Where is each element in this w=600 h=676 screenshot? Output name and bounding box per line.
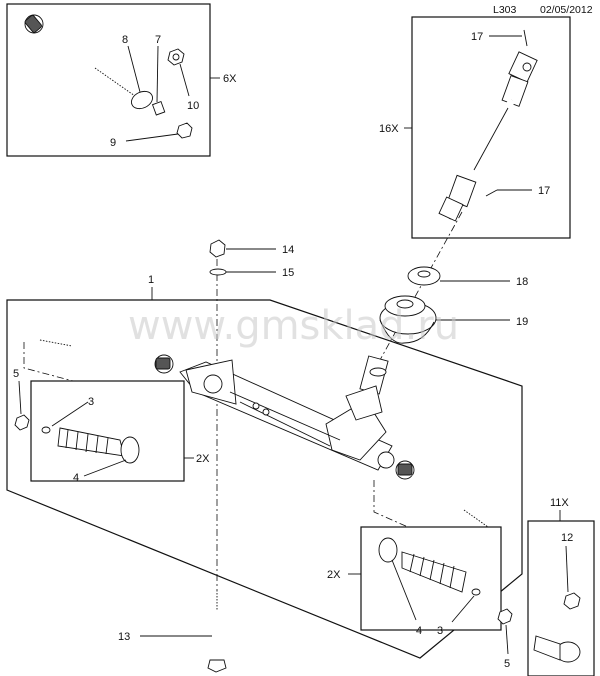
callout-14: 14 xyxy=(282,244,294,256)
callout-12: 12 xyxy=(561,532,573,544)
mounting-bolt-13-drawing xyxy=(207,590,227,673)
diagram-date: 02/05/2012 xyxy=(540,4,593,16)
lock-ring-drawing xyxy=(131,90,153,110)
inset-steering-shaft: 17 17 16X xyxy=(379,16,571,239)
washer-15-drawing xyxy=(209,268,227,276)
grommet-19-drawing xyxy=(379,295,437,344)
bolt-14-drawing xyxy=(209,239,226,258)
callout-9: 9 xyxy=(110,137,116,149)
watermark: www.gmsklad.ru xyxy=(128,303,459,349)
callout-5-left: 5 xyxy=(13,368,19,380)
callout-3-left: 3 xyxy=(88,396,94,408)
callout-15: 15 xyxy=(282,267,294,279)
callout-17-top: 17 xyxy=(471,31,483,43)
callout-5-right: 5 xyxy=(504,658,510,670)
qty-tie-rod-kit: 6X xyxy=(223,73,237,85)
left-boot-drawing xyxy=(57,427,140,464)
right-nut-5-drawing xyxy=(497,608,513,625)
right-clamp-drawing xyxy=(471,588,481,596)
callout-17-bottom: 17 xyxy=(538,185,550,197)
callout-7: 7 xyxy=(155,34,161,46)
inset-tie-rod-kit: 8 7 10 9 6X xyxy=(6,3,237,157)
left-nut-5-drawing xyxy=(14,414,30,431)
callout-8: 8 xyxy=(122,34,128,46)
qty-steering-shaft: 16X xyxy=(379,123,399,135)
callout-3-right: 3 xyxy=(437,625,443,637)
callout-18: 18 xyxy=(516,276,528,288)
qty-tie-rod-end: 11X xyxy=(550,497,569,509)
left-clamp-drawing xyxy=(41,426,51,434)
diagram-code: L303 xyxy=(493,4,517,16)
seal-18-drawing xyxy=(407,266,441,286)
inset-tie-rod-end: 12 11X xyxy=(527,497,595,676)
qty-boot-right: 2X xyxy=(327,569,341,581)
right-boot-drawing xyxy=(378,537,467,593)
callout-4-right: 4 xyxy=(416,625,422,637)
intermediate-shaft-drawing xyxy=(438,29,538,222)
left-inner-tie-rod-drawing xyxy=(39,339,174,374)
callout-13: 13 xyxy=(118,631,130,643)
right-inner-tie-rod-drawing xyxy=(395,460,499,535)
qty-boot-left: 2X xyxy=(196,453,210,465)
washer-drawing xyxy=(176,122,193,139)
steering-rack-housing-drawing xyxy=(179,355,395,471)
callout-19: 19 xyxy=(516,316,528,328)
callout-10: 10 xyxy=(187,100,199,112)
inner-tie-rod-drawing xyxy=(24,14,136,97)
callout-1: 1 xyxy=(148,274,154,286)
nut-drawing xyxy=(167,48,185,66)
lock-plate-drawing xyxy=(151,101,166,116)
tie-rod-end-drawing xyxy=(533,592,581,663)
callout-4-left: 4 xyxy=(73,472,79,484)
inset-boot-right: 4 3 2X xyxy=(327,526,502,637)
steering-gear-assembly-outline xyxy=(6,299,523,659)
inset-boot-left: 3 4 2X xyxy=(14,380,210,484)
